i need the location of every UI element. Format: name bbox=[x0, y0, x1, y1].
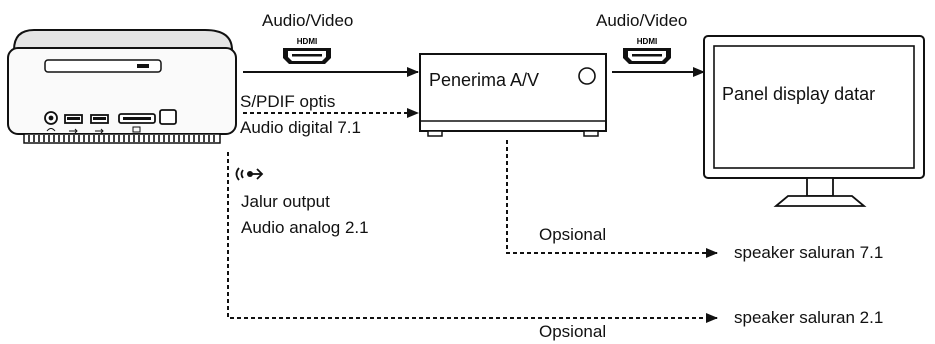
analog-output-label: Jalur output bbox=[241, 192, 330, 211]
optional-label-receiver: Opsional bbox=[539, 225, 607, 244]
usb-port-icon bbox=[90, 114, 109, 134]
receiver-speaker-line bbox=[506, 140, 718, 258]
computer-device bbox=[7, 29, 237, 144]
audio-line-out-icon bbox=[235, 167, 264, 181]
hdmi-label-left: HDMI bbox=[297, 37, 317, 46]
flat-panel-display-device bbox=[703, 35, 925, 207]
hdmi-label-right: HDMI bbox=[637, 37, 657, 46]
optional-label-analog: Opsional bbox=[539, 322, 607, 341]
hdmi-connector-icon bbox=[623, 48, 671, 64]
spdif-label: S/PDIF optis bbox=[240, 92, 336, 111]
headphone-port-icon bbox=[44, 111, 58, 132]
display-label: Panel display datar bbox=[722, 84, 876, 104]
usb-port-icon bbox=[64, 114, 83, 134]
av-label-left: Audio/Video bbox=[262, 11, 354, 30]
speaker-71-label: speaker saluran 7.1 bbox=[734, 243, 884, 262]
receiver-label: Penerima A/V bbox=[429, 70, 540, 90]
receiver-knob-icon bbox=[578, 67, 596, 85]
card-reader-slot-icon bbox=[118, 113, 156, 133]
analog-speaker-line bbox=[227, 152, 718, 323]
av-label-right: Audio/Video bbox=[596, 11, 688, 30]
hdmi-connector-icon bbox=[283, 48, 331, 64]
analog-audio-label: Audio analog 2.1 bbox=[241, 218, 369, 237]
optical-drive-slot bbox=[44, 59, 162, 73]
vent-grille bbox=[23, 133, 221, 144]
spdif-audio-label: Audio digital 7.1 bbox=[240, 118, 361, 137]
speaker-21-label: speaker saluran 2.1 bbox=[734, 308, 884, 327]
power-button-icon bbox=[159, 109, 177, 125]
av-receiver-device bbox=[419, 53, 607, 137]
